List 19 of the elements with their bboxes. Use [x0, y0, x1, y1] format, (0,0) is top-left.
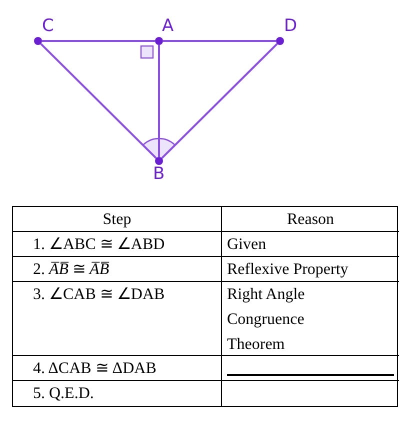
point-label: B: [153, 166, 165, 183]
point-label: A: [162, 18, 174, 35]
point-label: C: [42, 18, 54, 35]
line-segment: [158, 45, 160, 157]
proof-reason: Given: [227, 236, 266, 253]
line-segment: [163, 40, 276, 42]
line-segment: [161, 43, 278, 159]
proof-step: 3. ∠CAB ≅ ∠DAB: [33, 286, 165, 303]
proof-step: 4. ΔCAB ≅ ΔDAB: [33, 360, 156, 377]
line-segment: [42, 40, 155, 42]
point-label: D: [284, 18, 298, 35]
proof-step: 2. A̅B̅ ≅ A̅B̅: [33, 261, 110, 278]
proof-reason: Right Angle Congruence Theorem: [227, 285, 306, 355]
column-header: Step: [102, 211, 132, 228]
line-segment: [40, 43, 157, 159]
proof-step: 5. Q.E.D.: [33, 385, 94, 402]
proof-step: 1. ∠ABC ≅ ∠ABD: [33, 236, 165, 253]
proof-reason: Reflexive Property: [227, 261, 348, 278]
column-header: Reason: [286, 211, 334, 228]
